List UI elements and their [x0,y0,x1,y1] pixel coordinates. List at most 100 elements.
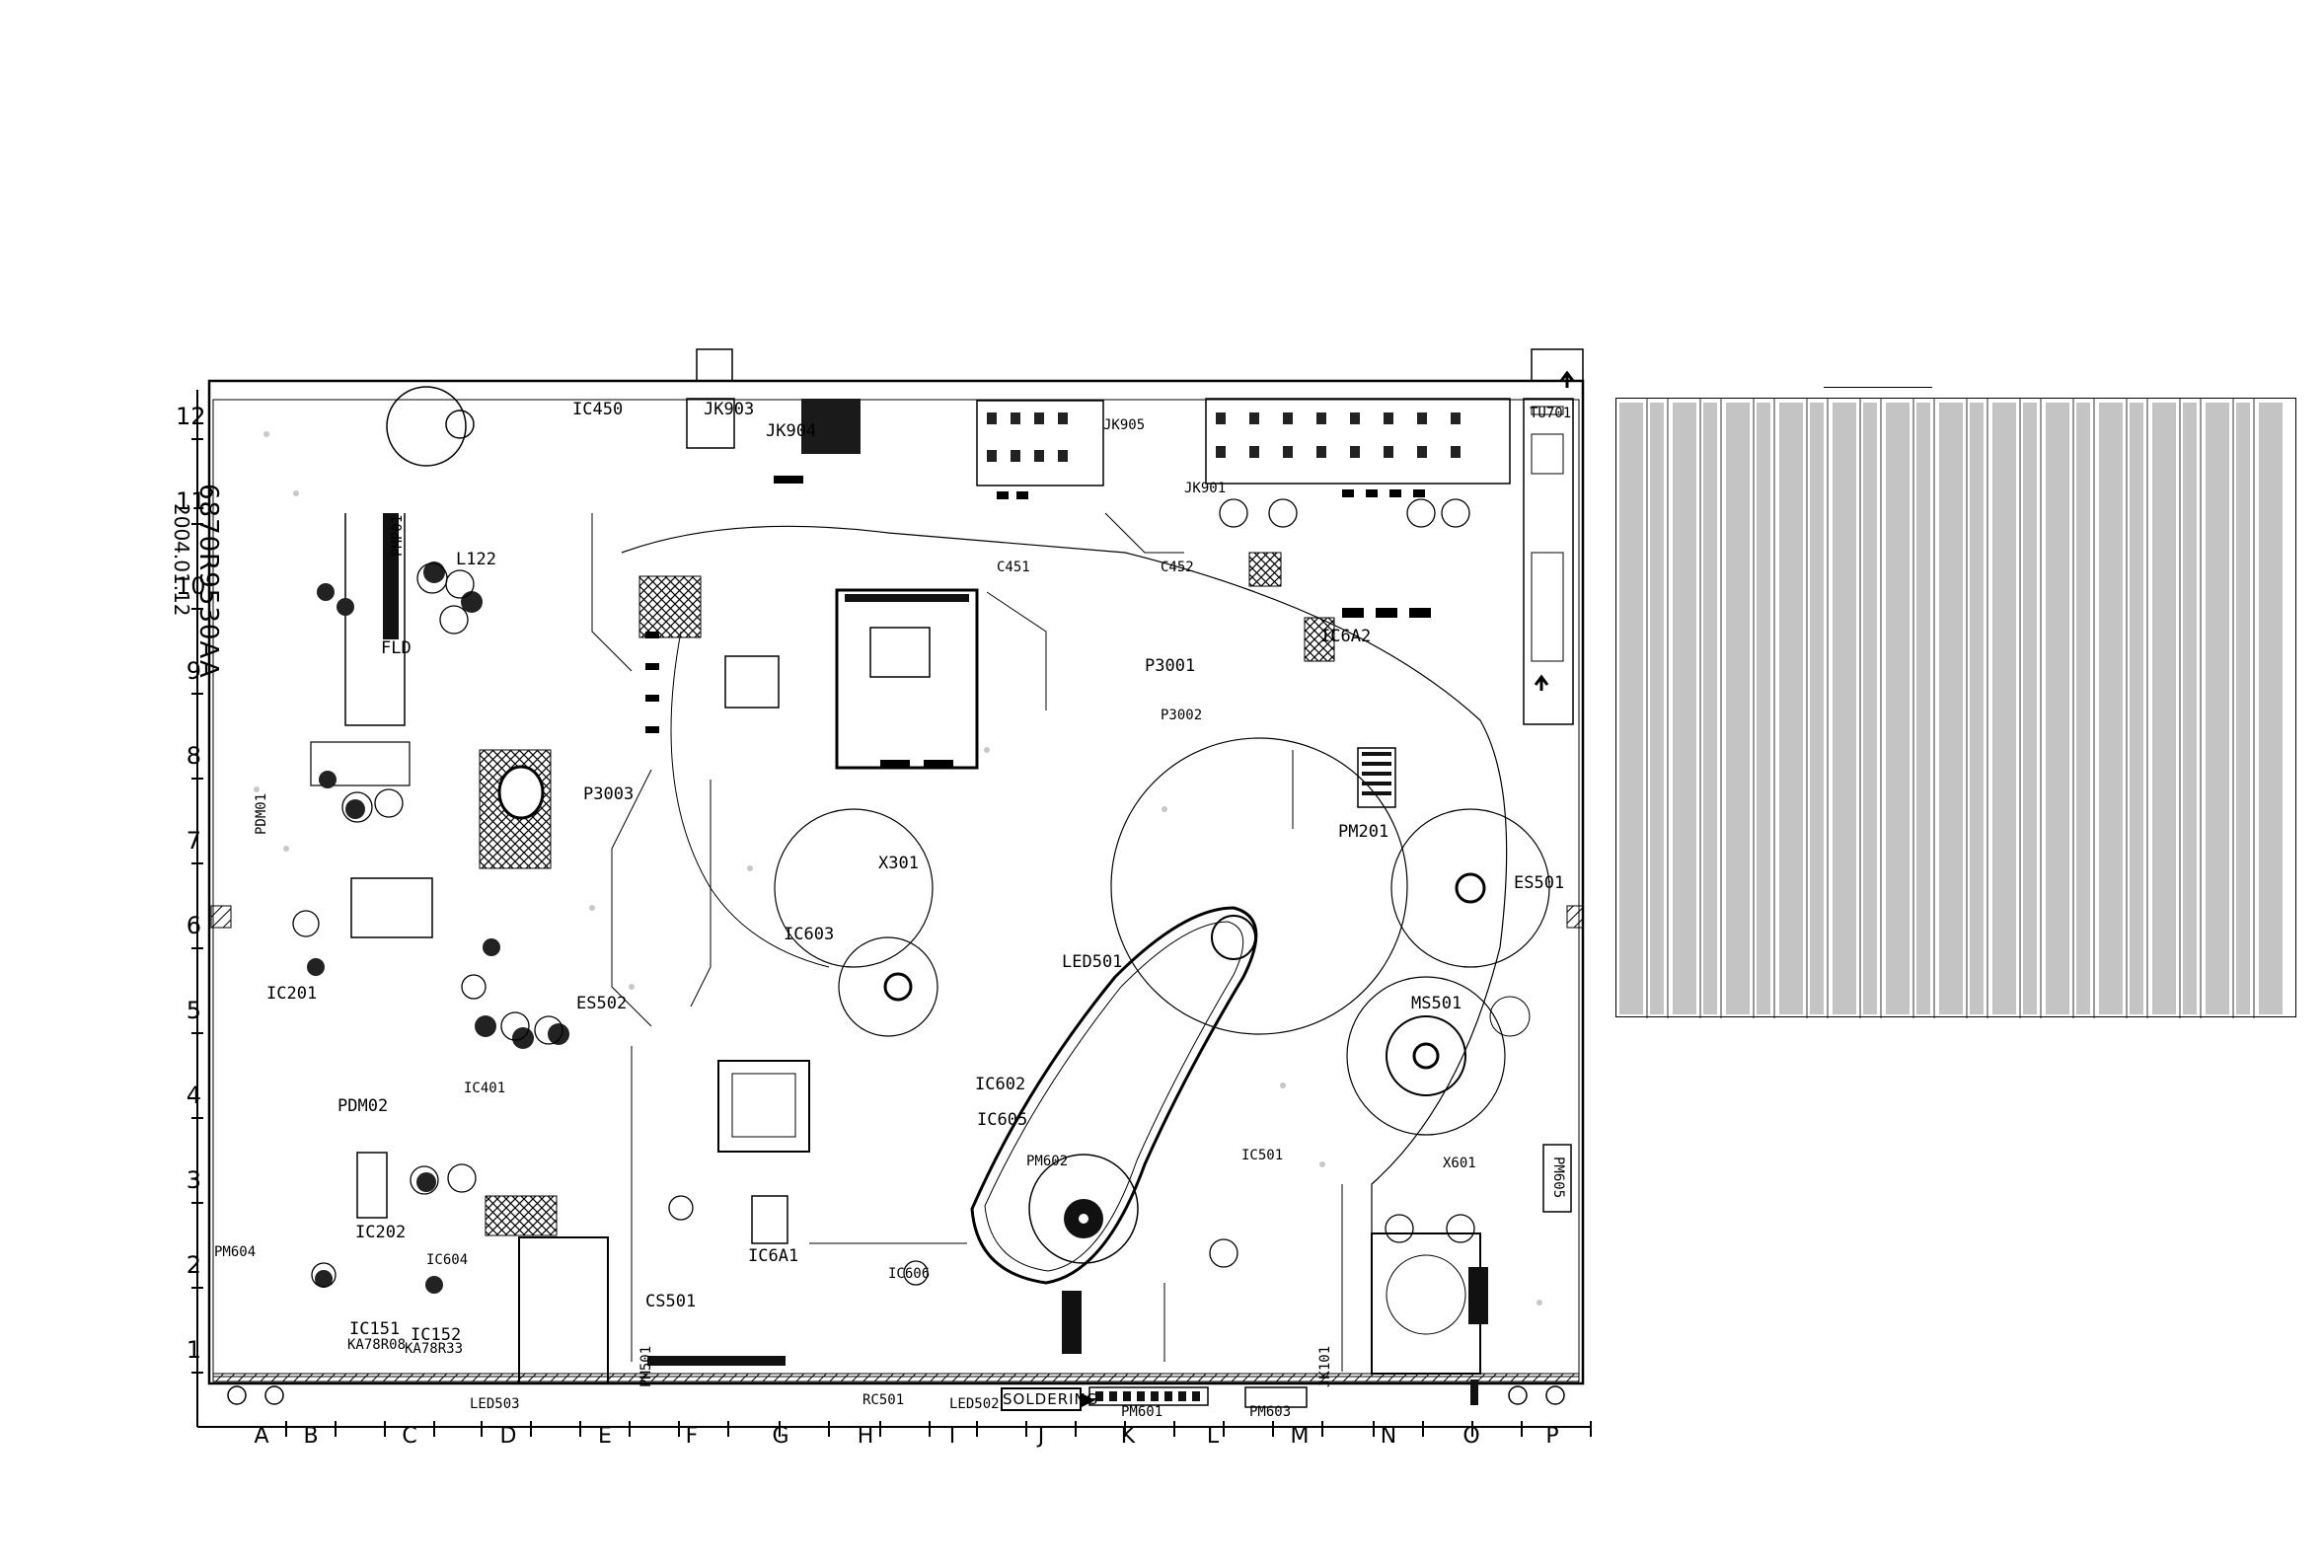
col-label-b: B [303,1424,319,1449]
shield-ic6a2 [1304,617,1335,662]
component-location-table [1615,398,2296,1018]
label-jk903: JK903 [704,400,755,419]
label-fld: FLD [381,638,412,658]
label-es502: ES502 [576,994,628,1013]
tuner-shield-hole [497,765,545,820]
row-label-4: 4 [186,1082,201,1109]
label-ic401: IC401 [464,1081,506,1096]
psu-transformer [1386,1254,1466,1335]
pm603-connector [1244,1386,1308,1408]
ref-table-entries [1619,403,2283,1014]
mounting-holes [227,386,1565,1405]
tu701-outline [1523,398,1574,725]
col-label-p: P [1545,1424,1559,1449]
deck-rail-left [670,631,830,968]
capstan-flywheel [838,936,938,1037]
bottom-connector-1 [647,1356,786,1366]
psu-cutout-left [518,1236,609,1384]
row-label-12: 12 [176,403,206,430]
belt-pulley-top [1211,915,1256,960]
label-pdm01: PDM01 [254,792,269,835]
ic-subcpu [724,655,780,709]
label-c452: C452 [1161,560,1194,575]
col-label-j: J [1037,1424,1045,1449]
side-hatch-left [210,905,232,929]
col-label-l: L [1206,1424,1220,1449]
jk901-outline [1205,398,1511,485]
label-pmpo1: PMP01 [390,514,406,557]
label-p3003: P3003 [583,784,635,804]
drive-belt-outer [970,906,1258,1285]
ic6a1-body [751,1195,788,1244]
fld-frame [310,741,411,786]
col-label-h: H [857,1424,874,1449]
label-ic602: IC602 [975,1075,1026,1094]
label-p3002: P3002 [1161,708,1203,723]
label-ic6a2: IC6A2 [1320,627,1372,646]
label-ic605: IC605 [977,1110,1028,1130]
side-hatch-right [1566,905,1584,929]
pm201-pins [1362,752,1391,795]
label-pm201: PM201 [1338,822,1389,842]
cam-gear [1346,976,1506,1136]
label-led502: LED502 [949,1396,1000,1412]
tuner-arrow-bottom [1534,674,1549,691]
label-ic603: IC603 [784,925,835,944]
col-label-g: G [772,1424,789,1449]
ref-table-rule [1824,387,1932,388]
reel-left [774,808,934,968]
col-label-k: K [1120,1424,1136,1449]
ic202-body [356,1152,388,1219]
label-ic6a1: IC6A1 [748,1246,799,1266]
ic-dsp [717,1060,810,1153]
ref-table-grid [1619,399,2283,1018]
label-tu701: TU701 [1530,406,1572,421]
ic-main-frame [835,588,979,770]
col-label-f: F [685,1424,699,1449]
traces [591,512,1343,1372]
label-p3001: P3001 [1145,656,1196,676]
row-label-3: 3 [186,1166,201,1194]
jk905-pins [987,412,1068,462]
fld-outline [344,513,406,726]
head-drum [1110,737,1408,1035]
pm201-connector [1357,747,1396,808]
label-cs501: CS501 [645,1292,697,1311]
cam-gear-inner [1386,1015,1466,1096]
cam-gear-hub [1412,1042,1440,1070]
electrolytic-caps [292,498,1475,1288]
col-label-e: E [598,1424,612,1449]
label-jk901: JK901 [1184,481,1227,496]
label-x601: X601 [1443,1156,1476,1171]
pm605-connector [1542,1144,1572,1213]
chip-resistors [645,476,1431,768]
row-label-5: 5 [186,997,201,1024]
ic-dsp-die [731,1073,796,1138]
cam-roller [1489,996,1531,1037]
shield-upper-left [638,575,702,638]
label-pm605: PM605 [1550,1157,1566,1199]
col-label-m: M [1290,1424,1310,1449]
bottom-connector-3 [1468,1267,1488,1324]
ic-main-pin-row [845,594,969,602]
row-ticks [191,438,203,1374]
row-label-9: 9 [186,657,201,685]
soldering-arrow-icon [1082,1393,1095,1407]
belt-pulley-bottom [1028,1154,1139,1264]
row-label-7: 7 [186,827,201,855]
ic-main-socket [869,627,931,678]
label-pm603: PM603 [1249,1404,1292,1420]
row-label-1: 1 [186,1336,201,1364]
label-x301: X301 [878,854,919,873]
board-part-number: 6870R9530AA [193,484,223,679]
col-label-n: N [1380,1424,1397,1449]
label-ic202: IC202 [355,1223,407,1242]
row-label-2: 2 [186,1251,201,1279]
soldering-direction-label: SOLDERING [1001,1387,1097,1411]
col-label-d: D [499,1424,517,1449]
column-ticks [285,1421,1592,1437]
row-label-10: 10 [176,572,206,600]
jack-tab-left [696,348,733,382]
pm601-pins [1095,1391,1200,1401]
